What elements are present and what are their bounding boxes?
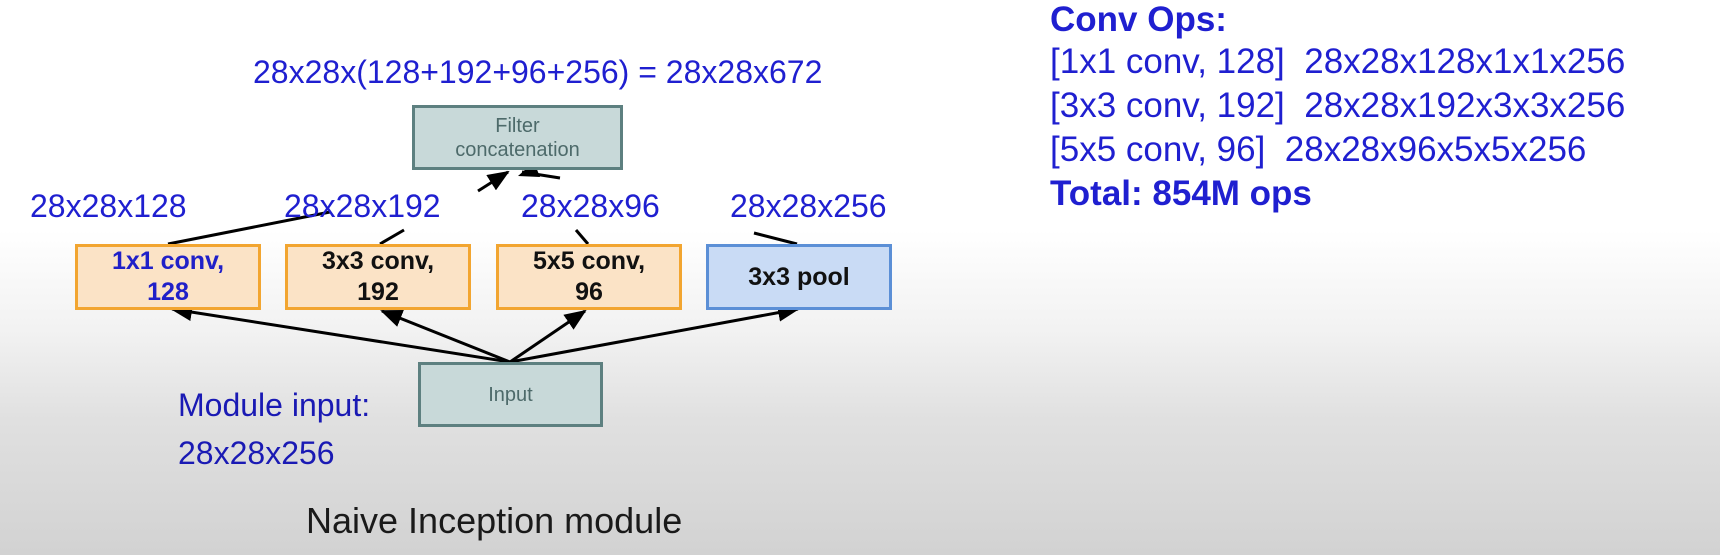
conv-1x1-line2: 128 — [147, 278, 189, 306]
dim-label-5x5: 28x28x96 — [521, 188, 660, 224]
conv-ops-line: [3x3 conv, 192] 28x28x192x3x3x256 — [1050, 86, 1626, 125]
conv-5x5-box: 5x5 conv, 96 — [496, 244, 682, 310]
output-size-formula: 28x28x(128+192+96+256) = 28x28x672 — [253, 54, 823, 90]
module-input-label: Module input: 28x28x256 — [178, 381, 370, 477]
arrow-input-to-5x5 — [509, 309, 587, 364]
filter-box-line2: concatenation — [455, 138, 580, 161]
dim-label-pool: 28x28x256 — [730, 188, 887, 224]
arrow-into-concat — [477, 170, 510, 193]
input-box-label: Input — [488, 383, 533, 406]
arrow-input-to-pool — [509, 303, 800, 364]
conv-1x1-box: 1x1 conv, 128 — [75, 244, 261, 310]
conv-3x3-line2: 192 — [357, 278, 399, 306]
filter-box-line1: Filter — [495, 114, 540, 137]
conv-ops-line: [5x5 conv, 96] 28x28x96x5x5x256 — [1050, 130, 1587, 169]
conv-5x5-line1: 5x5 conv, — [532, 247, 646, 275]
line-1x1-up — [167, 210, 331, 246]
arrow-input-to-1x1 — [170, 303, 511, 364]
conv-ops-total: Total: 854M ops — [1050, 174, 1312, 213]
conv-ops-line: [1x1 conv, 128] 28x28x128x1x1x256 — [1050, 42, 1626, 81]
pool-3x3-label: 3x3 pool — [748, 262, 850, 291]
line-3x3-up — [379, 228, 405, 246]
input-box: Input — [418, 362, 603, 427]
filter-concatenation-box: Filter concatenation — [412, 105, 623, 170]
pool-3x3-box: 3x3 pool — [706, 244, 892, 310]
dim-label-1x1: 28x28x128 — [30, 188, 187, 224]
dim-label-3x3: 28x28x192 — [284, 188, 441, 224]
conv-5x5-line2: 96 — [575, 278, 603, 306]
conv-3x3-box: 3x3 conv, 192 — [285, 244, 471, 310]
diagram-caption: Naive Inception module — [306, 500, 683, 541]
conv-1x1-line1: 1x1 conv, — [111, 247, 225, 275]
arrow-input-to-3x3 — [380, 309, 511, 364]
conv-ops-heading: Conv Ops: — [1050, 0, 1227, 39]
conv-3x3-line1: 3x3 conv, — [321, 247, 435, 275]
module-input-line1: Module input: — [178, 387, 371, 423]
module-input-line2: 28x28x256 — [178, 435, 335, 471]
line-pool-up — [753, 231, 798, 246]
conv-ops-panel: Conv Ops: [1x1 conv, 128] 28x28x128x1x1x… — [1050, 0, 1625, 216]
line-5x5-up — [574, 229, 590, 245]
